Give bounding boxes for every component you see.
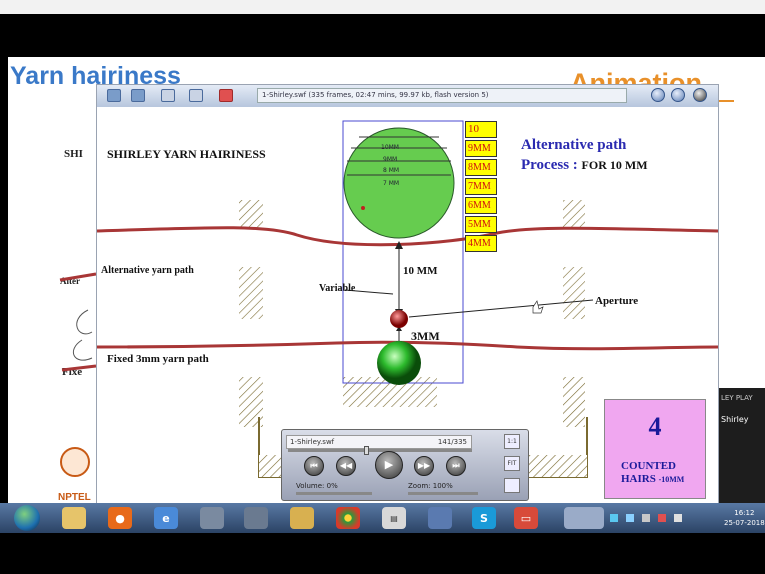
app-icon-3[interactable] (290, 507, 314, 529)
circle-scale-9: 9MM (383, 156, 398, 163)
flash-player-task[interactable] (564, 507, 604, 529)
mouse-cursor (532, 300, 544, 314)
circle-scale-7: 7 MM (383, 180, 400, 187)
step-forward-button[interactable]: ▶▶ (414, 456, 434, 476)
controls-file-name: 1-Shirley.swf (290, 438, 335, 446)
slide-left-label-2: Alter (60, 276, 80, 286)
aperture-label: Aperture (595, 295, 639, 307)
counter-label: COUNTED HAIRS -10MM (621, 460, 685, 485)
scale-box-10mm: 10 MM (465, 121, 497, 150)
alt-path-subtitle: Process : FOR 10 MM (521, 157, 648, 173)
rewind-start-button[interactable]: ⏮ (304, 456, 324, 476)
frame-counter: 141/335 (437, 438, 467, 446)
clock-time: 16:12 (734, 509, 755, 517)
skype-icon[interactable]: S (472, 507, 496, 529)
app-icon-2[interactable] (244, 507, 268, 529)
open-file-icon[interactable] (107, 89, 121, 102)
scale-box-8mm: 8MM (465, 159, 497, 176)
chrome-icon[interactable] (336, 507, 360, 529)
side-panel-item[interactable]: Shirley (721, 415, 749, 424)
settings-icon[interactable] (161, 89, 175, 102)
seek-handle[interactable] (364, 446, 369, 455)
scale-box-4mm: 4MM (465, 235, 497, 252)
taskbar: ● e ▤ S ▭ 16:12 25-07-2018 (0, 503, 765, 533)
scale-box-9mm: 9MM (465, 140, 497, 157)
ie-icon[interactable]: e (154, 507, 178, 529)
guide-top-left (239, 200, 263, 228)
clock-date: 25-07-2018 (724, 519, 765, 527)
minimize-button[interactable] (651, 88, 665, 102)
player-titlebar[interactable]: 1-Shirley.swf (335 frames, 02:47 mins, 9… (97, 85, 718, 107)
guide-mid-right (563, 267, 585, 319)
maximize-button[interactable] (671, 88, 685, 102)
close-button[interactable] (693, 88, 707, 102)
volume-slider[interactable] (296, 492, 372, 495)
scale-circle (343, 127, 455, 239)
controls-file-field: 1-Shirley.swf 141/335 (286, 435, 472, 449)
scale-box-6mm: 6MM (465, 197, 497, 214)
zoom-slider[interactable] (408, 492, 478, 495)
clock[interactable]: 16:12 25-07-2018 (724, 508, 765, 528)
red-aperture-ball (390, 310, 408, 328)
guide-top-right (563, 200, 585, 228)
media-icon[interactable]: ● (108, 507, 132, 529)
ten-mm-label: 10 MM (403, 265, 438, 277)
fixed-yarn-path-label: Fixed 3mm yarn path (107, 353, 209, 365)
app-icon-5[interactable] (428, 507, 452, 529)
nptel-logo (60, 447, 90, 477)
animation-heading: SHIRLEY YARN HAIRINESS (107, 147, 266, 161)
fit-button[interactable]: FIT (504, 456, 520, 471)
slide-background-drawing (59, 272, 97, 372)
forward-end-button[interactable]: ⏭ (446, 456, 466, 476)
scale-box-5mm: 5MM (465, 216, 497, 233)
play-button[interactable]: ▶ (375, 451, 403, 479)
green-ball (377, 341, 421, 385)
alt-path-title: Alternative path (521, 137, 627, 153)
nptel-logo-text: NPTEL (58, 492, 91, 503)
info-icon[interactable] (131, 89, 145, 102)
hair-counter: 4 COUNTED HAIRS -10MM (604, 399, 706, 499)
start-button[interactable] (14, 505, 40, 531)
side-panel: LEY PLAY Shirley (717, 388, 765, 503)
player-controls: 1-Shirley.swf 141/335 ⏮ ◀◀ ▶ ▶▶ ⏭ Volume… (281, 429, 529, 501)
guide-mid-left (239, 267, 263, 319)
side-panel-label: LEY PLAY (721, 394, 753, 402)
step-back-button[interactable]: ◀◀ (336, 456, 356, 476)
player-file-title: 1-Shirley.swf (335 frames, 02:47 mins, 9… (257, 88, 627, 103)
guide-bottom-right (563, 377, 585, 427)
animation-canvas: SHIRLEY YARN HAIRINESS Alternative path … (97, 107, 718, 503)
fixed-yarn (97, 340, 718, 351)
circle-scale-10: 10MM (381, 144, 399, 151)
flash-player-window: 1-Shirley.swf (335 frames, 02:47 mins, 9… (96, 84, 719, 503)
zoom-label: Zoom: 100% (408, 482, 453, 490)
volume-label: Volume: 0% (296, 482, 338, 490)
zoom-1to1-button[interactable]: 1:1 (504, 434, 520, 449)
powerpoint-icon[interactable]: ▭ (514, 507, 538, 529)
circle-scale-8: 8 MM (383, 167, 400, 174)
alt-yarn-path-label: Alternative yarn path (101, 265, 194, 276)
seek-bar[interactable] (288, 449, 472, 452)
top-strip (0, 0, 765, 14)
app-icon-1[interactable] (200, 507, 224, 529)
slide-left-label-1: SHI (64, 148, 83, 160)
explorer-icon[interactable] (62, 507, 86, 529)
tools-icon[interactable] (189, 89, 203, 102)
three-mm-label: 3MM (411, 329, 440, 343)
counter-value: 4 (648, 412, 662, 441)
scale-box-7mm: 7MM (465, 178, 497, 195)
fullscreen-button[interactable] (504, 478, 520, 493)
app-icon-4[interactable]: ▤ (382, 507, 406, 529)
alternative-yarn (97, 226, 718, 247)
record-icon[interactable] (219, 89, 233, 102)
system-tray[interactable] (604, 511, 708, 525)
variable-label: Variable (319, 283, 356, 294)
